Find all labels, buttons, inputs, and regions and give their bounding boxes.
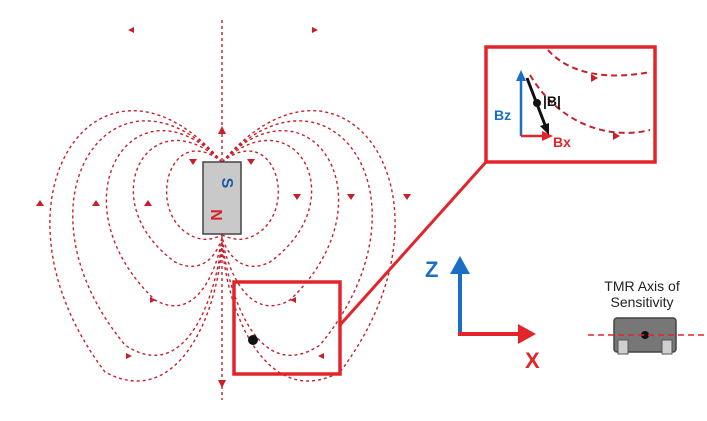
field-arrow xyxy=(150,297,156,303)
field-arrow xyxy=(403,194,411,200)
zoom-source-box xyxy=(232,280,342,376)
b-arrowhead xyxy=(540,123,549,135)
field-arrows xyxy=(36,27,411,388)
x-axis-label: X xyxy=(525,348,540,373)
sensor-lead-right xyxy=(661,339,673,355)
magnet-body xyxy=(202,161,242,235)
field-arrow xyxy=(218,126,226,134)
magnet-pole-north: N xyxy=(209,209,226,221)
field-arrow xyxy=(92,200,100,206)
field-arrow xyxy=(36,200,44,206)
bar-magnet: S N xyxy=(202,161,242,235)
field-line xyxy=(221,129,340,307)
zoom-callout xyxy=(232,45,657,376)
field-arrow xyxy=(347,194,355,200)
field-lines xyxy=(49,20,396,400)
field-line xyxy=(221,139,313,267)
sensor-point xyxy=(248,335,258,345)
zoom-connector xyxy=(338,160,488,327)
field-arrow xyxy=(290,297,296,303)
field-line xyxy=(221,110,396,382)
field-arrow xyxy=(126,353,132,359)
magnet-pole-south: S xyxy=(218,178,235,189)
field-arrow xyxy=(218,380,226,388)
z-axis-label: Z xyxy=(425,257,438,282)
inset-field-arrow xyxy=(591,74,598,82)
bx-arrowhead xyxy=(542,131,553,141)
x-axis-arrowhead xyxy=(518,324,536,344)
field-arrow xyxy=(312,27,318,33)
z-axis-arrowhead xyxy=(450,256,470,274)
field-line xyxy=(221,120,373,356)
field-arrow xyxy=(144,200,152,206)
field-arrow xyxy=(293,194,301,200)
field-arrow xyxy=(128,27,134,33)
bz-arrowhead xyxy=(516,70,526,81)
inset-vectors: Bz Bx |B| xyxy=(494,49,651,150)
sensor-die-dot xyxy=(641,331,649,339)
sensor-lead-left xyxy=(617,339,629,355)
field-arrow xyxy=(318,353,324,359)
field-line xyxy=(166,150,223,241)
inset-sensor-point xyxy=(533,99,541,107)
bz-label: Bz xyxy=(494,107,511,123)
b-magnitude-label: |B| xyxy=(543,93,561,109)
field-line xyxy=(105,129,223,307)
inset-field-line xyxy=(547,49,651,77)
field-arrow xyxy=(247,159,255,165)
sensor-caption-line2: Sensitivity xyxy=(610,294,673,310)
field-line xyxy=(132,139,223,267)
sensor-caption-line1: TMR Axis of xyxy=(604,278,680,294)
field-arrow xyxy=(189,159,197,165)
zoom-inset-box xyxy=(484,45,657,164)
bx-label: Bx xyxy=(553,134,571,150)
coordinate-axes: Z X xyxy=(425,256,540,373)
field-line xyxy=(221,150,279,241)
tmr-sensor: TMR Axis of Sensitivity xyxy=(588,278,705,355)
inset-field-arrow xyxy=(613,132,620,140)
field-line xyxy=(72,120,223,356)
